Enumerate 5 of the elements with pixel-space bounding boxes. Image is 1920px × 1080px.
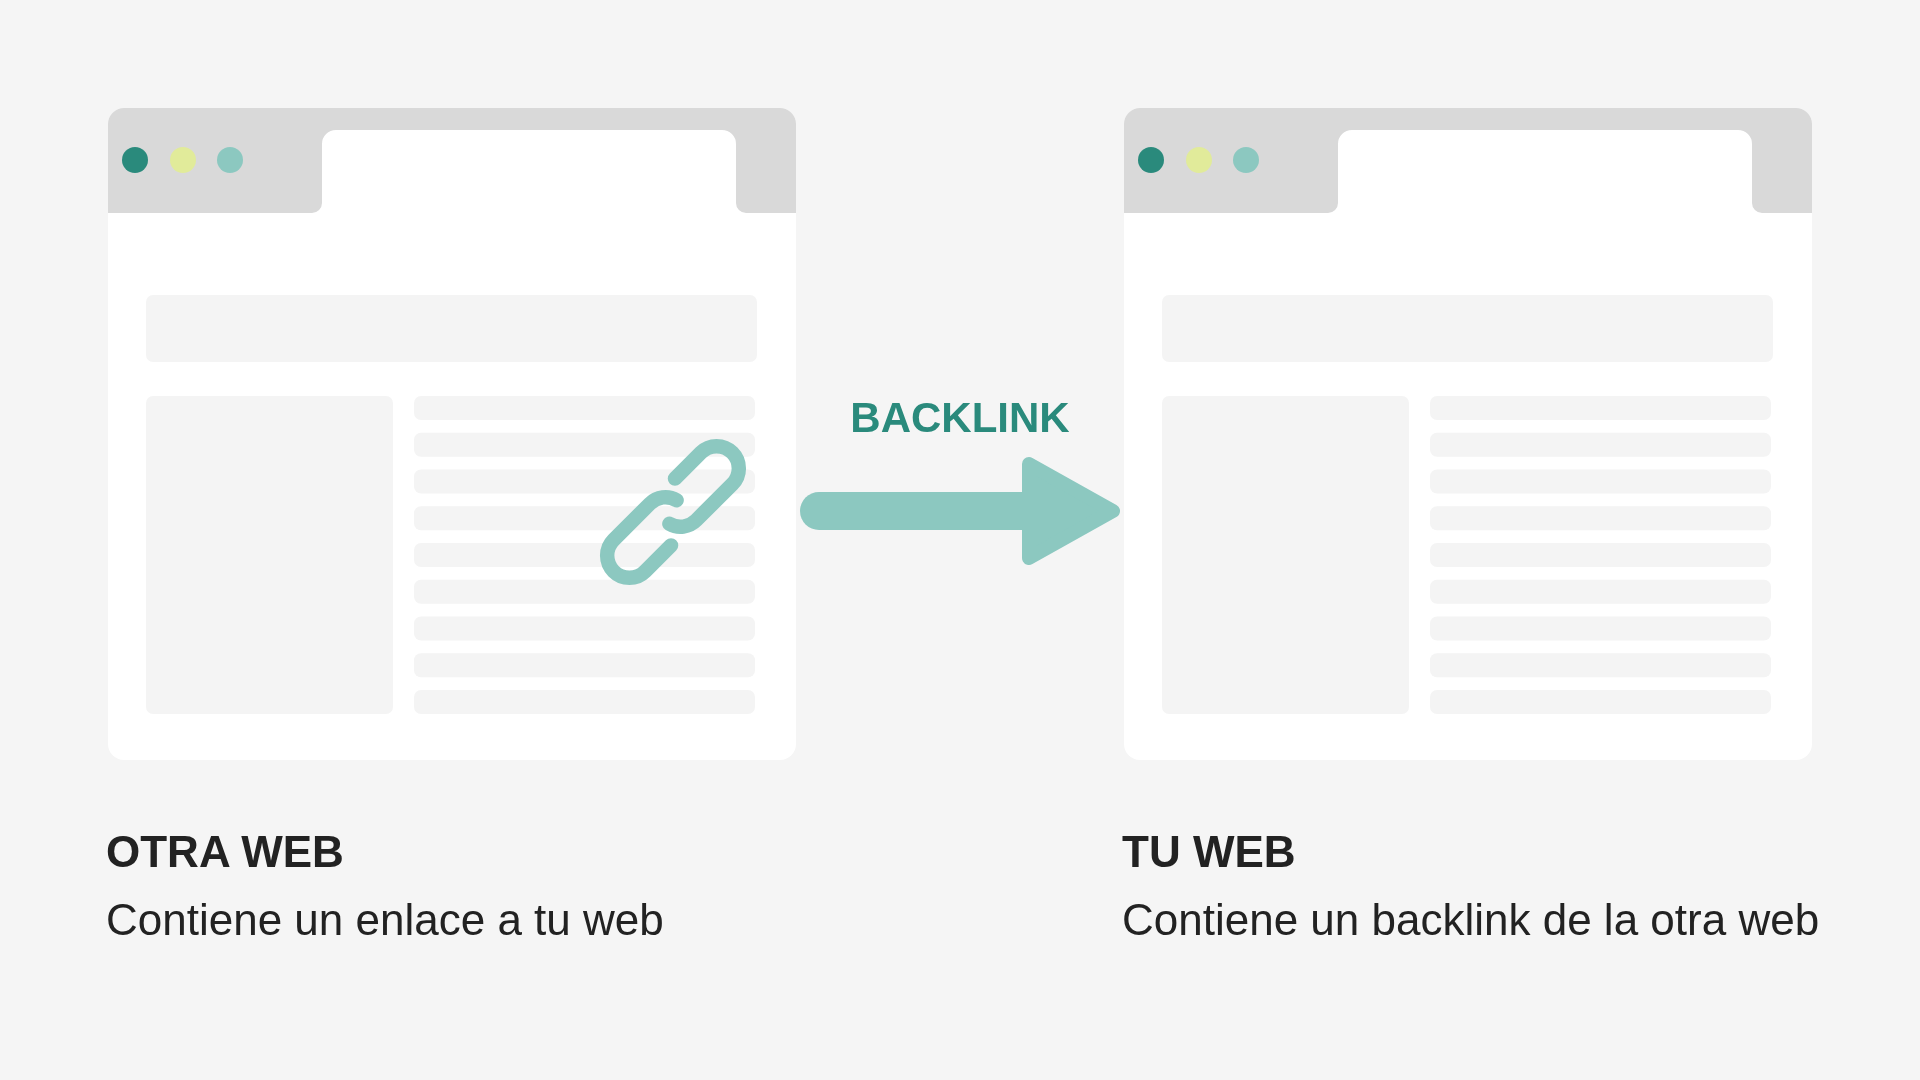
site-heading: OTRA WEB [106, 830, 344, 874]
arrow [800, 457, 1120, 565]
site-heading: TU WEB [1122, 830, 1296, 874]
site-description: Contiene un backlink de la otra web [1122, 898, 1820, 942]
site-description: Contiene un enlace a tu web [106, 898, 664, 942]
